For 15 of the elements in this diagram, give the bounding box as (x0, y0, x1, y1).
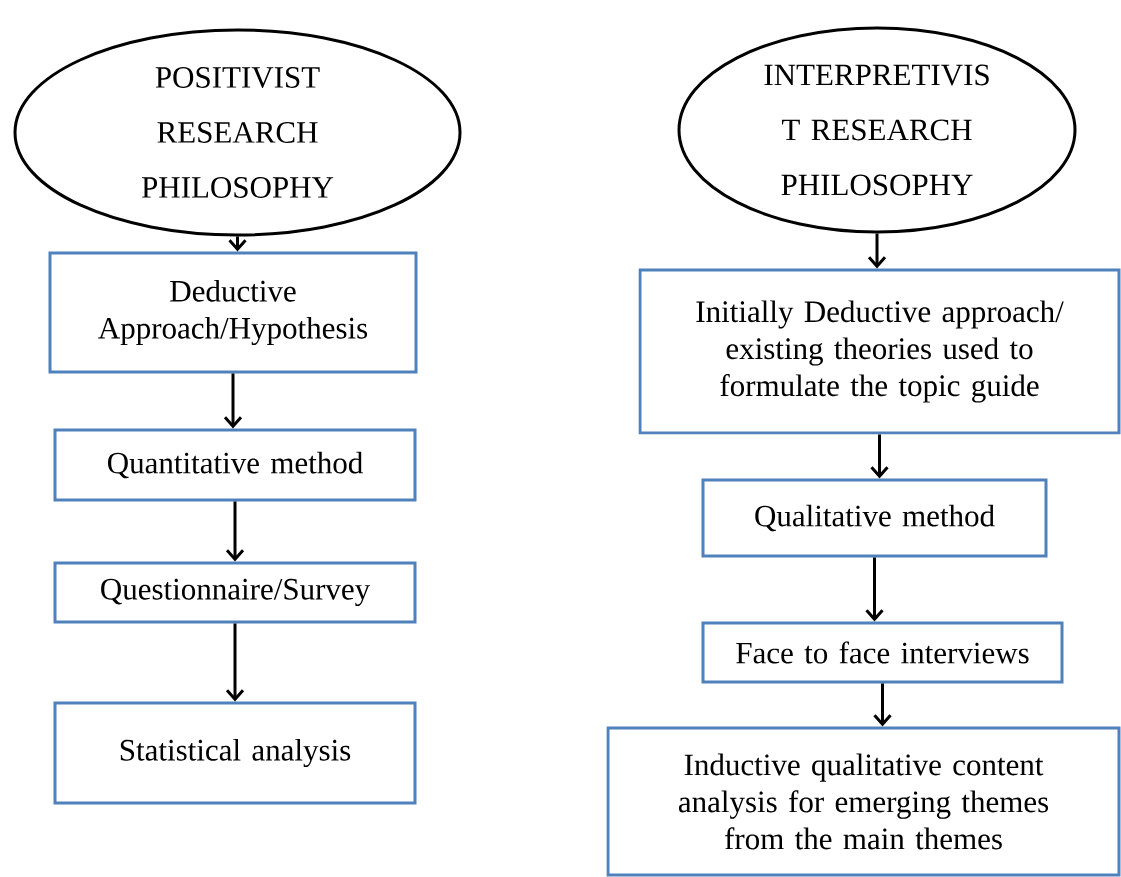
process-box: Inductive qualitative content analysis for emerging themes from the main themes (606, 726, 1121, 877)
arrow (225, 623, 245, 702)
arrow (870, 434, 889, 479)
process-box: Quantitative method (53, 428, 417, 502)
process-box: Deductive Approach/Hypothesis (48, 251, 418, 374)
arrow (867, 233, 887, 269)
arrow (225, 501, 245, 562)
arrow (865, 557, 884, 622)
arrow (873, 683, 892, 727)
process-box: Face to face interviews (701, 621, 1064, 684)
process-box: Statistical analysis (53, 701, 417, 805)
process-box: Initially Deductive approach/ existing theories used to formulate the topic guide (638, 268, 1121, 435)
process-box: Questionnaire/Survey (53, 561, 417, 624)
arrow (223, 373, 243, 429)
process-box: Qualitative method (701, 478, 1048, 558)
